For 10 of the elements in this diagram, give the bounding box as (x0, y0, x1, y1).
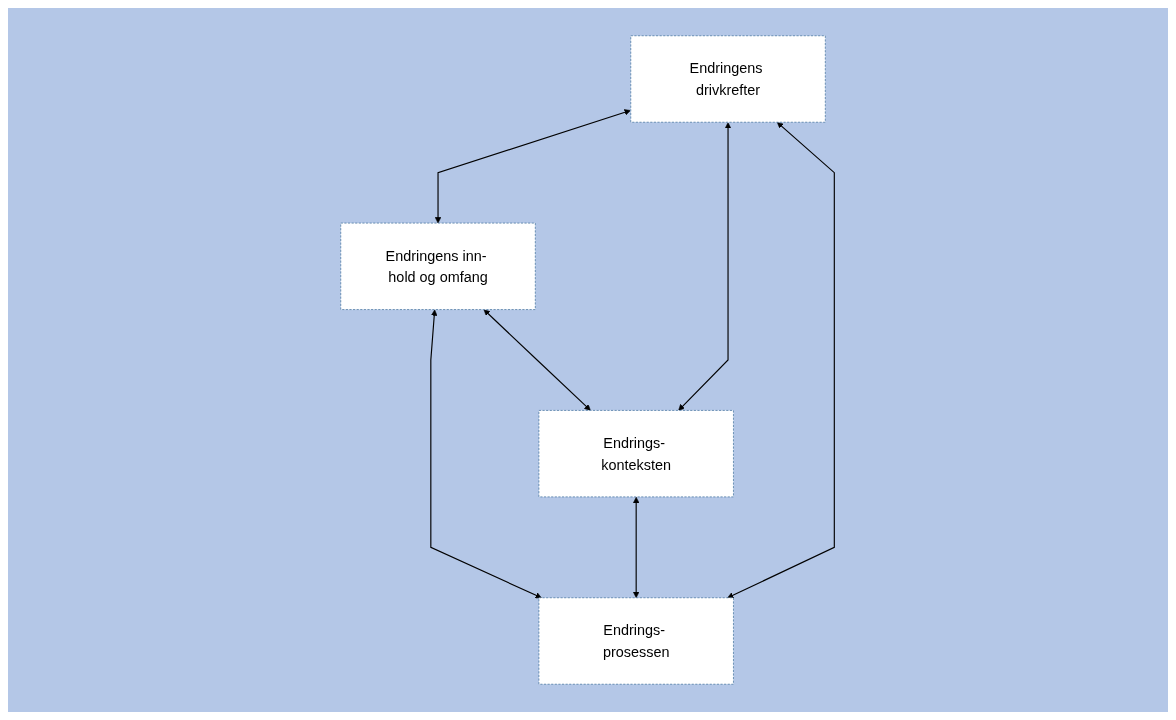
node-box: Endrings- konteksten (539, 410, 735, 498)
arrow (678, 122, 732, 411)
arrow (435, 109, 632, 224)
arrow (727, 122, 836, 599)
node-box: Endrings- prosessen (539, 597, 735, 685)
arrow (484, 309, 592, 411)
node-box: Endringens drivkrefter (630, 35, 827, 123)
node-box: Endringens inn- hold og omfang (340, 222, 537, 310)
arrow (633, 496, 640, 599)
arrow (430, 309, 543, 599)
